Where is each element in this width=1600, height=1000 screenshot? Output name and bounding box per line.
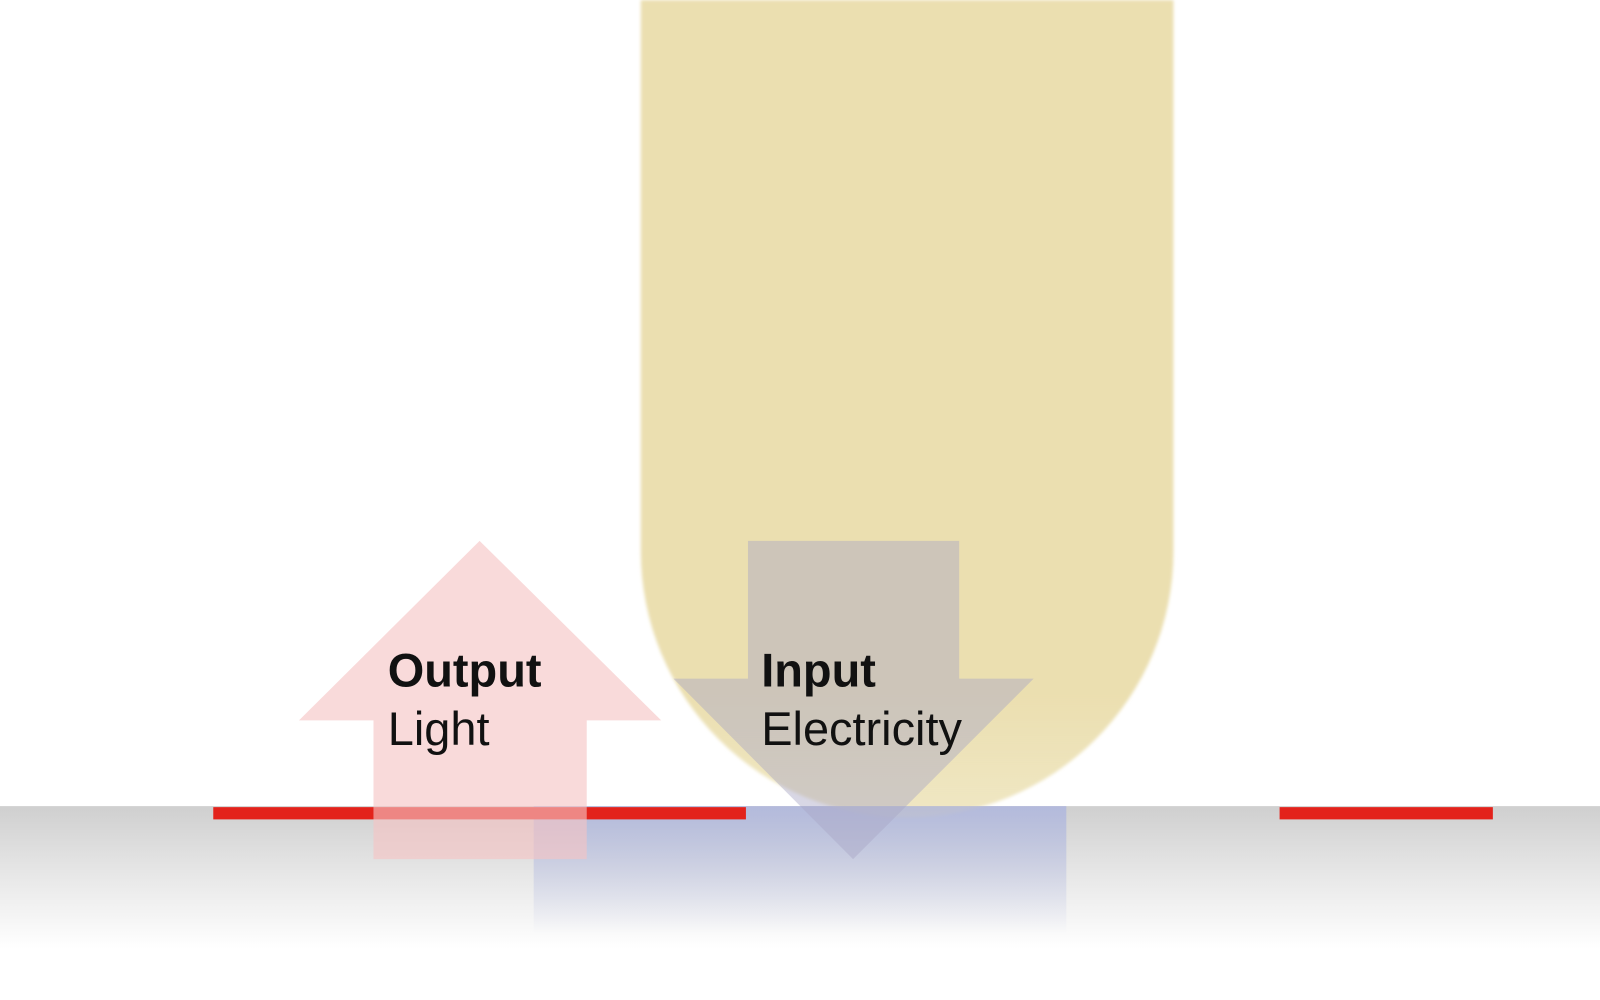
input-title: Input bbox=[761, 645, 876, 697]
output-subtitle: Light bbox=[388, 703, 490, 755]
bulb-reflection bbox=[533, 806, 1067, 934]
output-up-arrow-icon bbox=[298, 540, 662, 860]
input-subtitle: Electricity bbox=[761, 703, 962, 755]
input-down-arrow-icon bbox=[673, 540, 1034, 860]
red-line-right bbox=[1279, 807, 1493, 820]
bulb-shape bbox=[640, 0, 1174, 818]
output-title: Output bbox=[388, 645, 542, 697]
